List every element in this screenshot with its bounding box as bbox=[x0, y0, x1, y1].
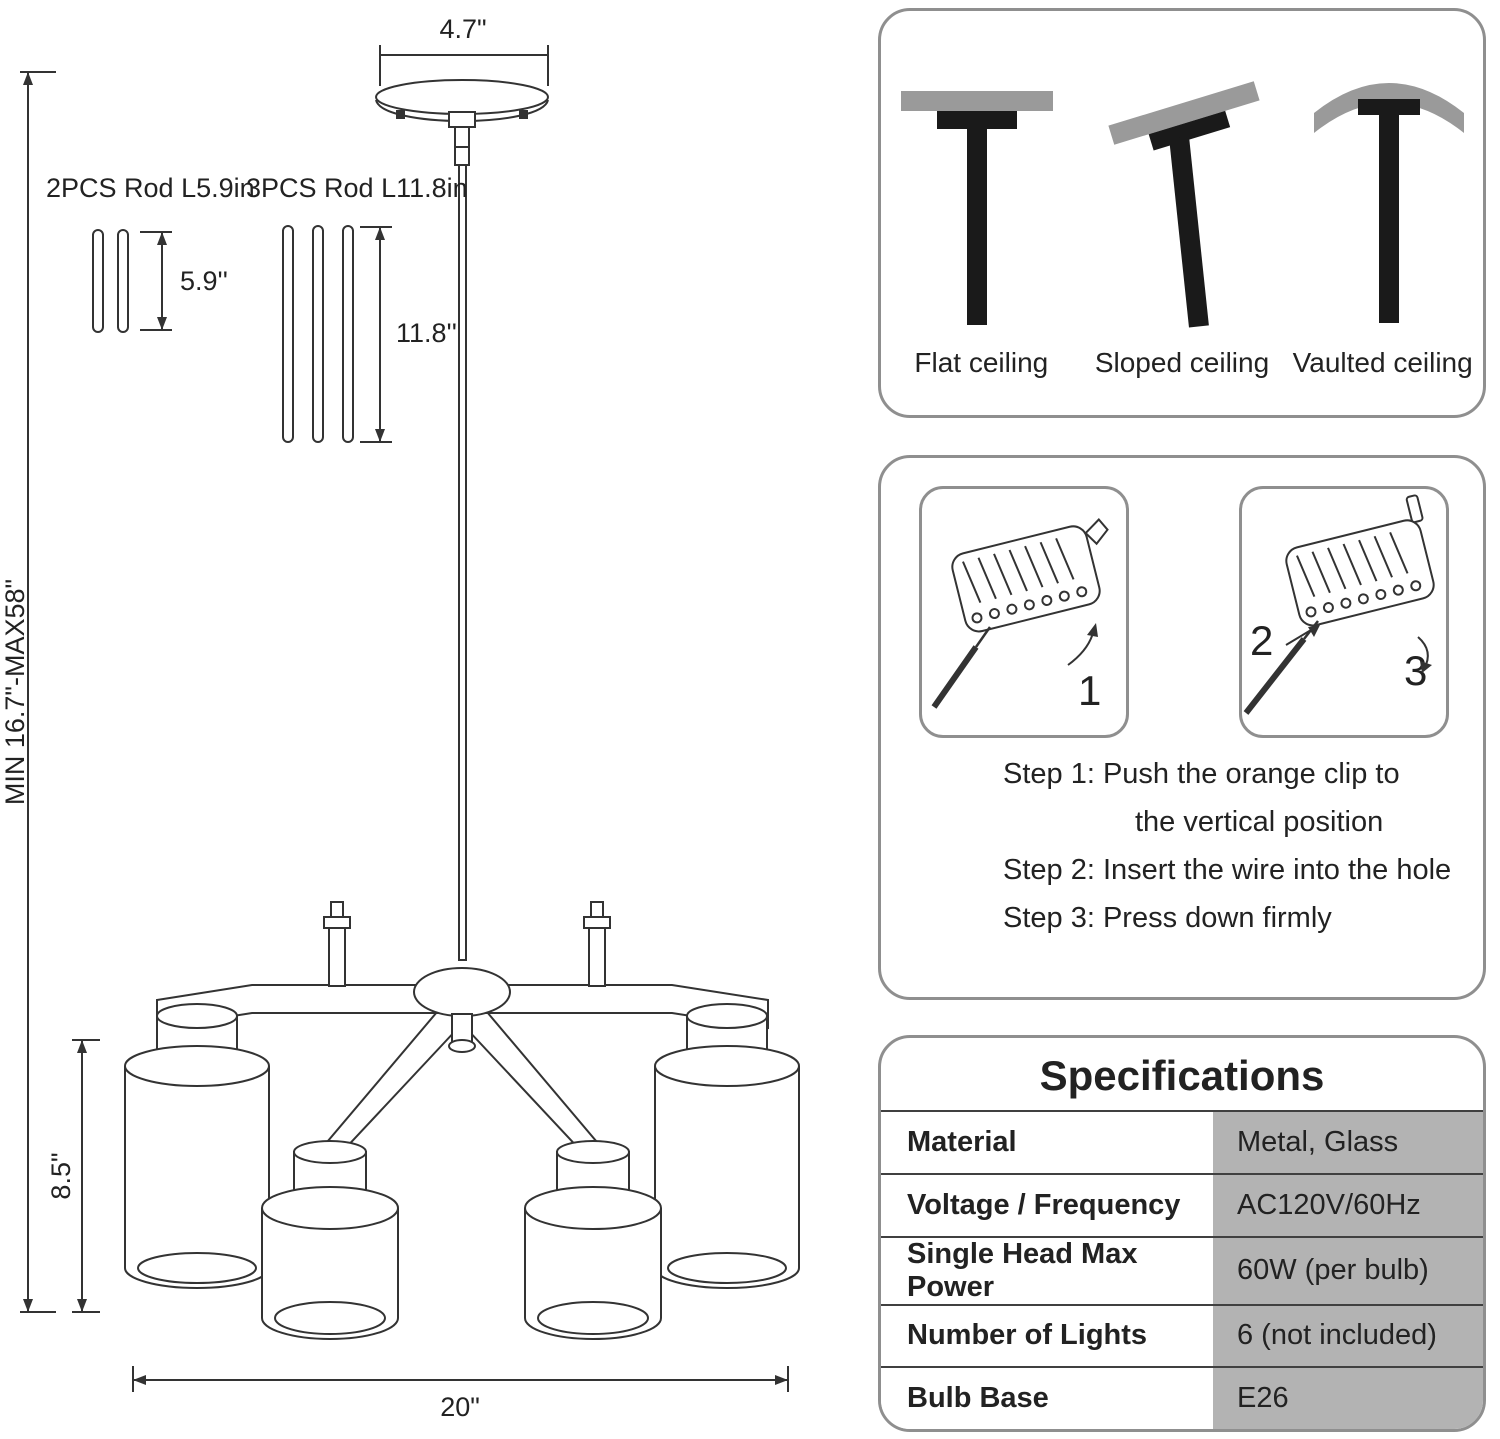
step-marker-1: 1 bbox=[1078, 667, 1101, 714]
glass-shade-outer-right bbox=[654, 1003, 800, 1289]
back-socket-right bbox=[583, 901, 611, 987]
long-rod-dimension: 11.8'' bbox=[360, 226, 457, 443]
wire-connector-illustration-1: 1 bbox=[931, 518, 1109, 714]
hanging-rod bbox=[458, 164, 467, 961]
dim-height-range: MIN 16.7"-MAX58" bbox=[0, 579, 30, 805]
vaulted-ceiling-label: Vaulted ceiling bbox=[1292, 347, 1473, 378]
overall-height-dimension: MIN 16.7"-MAX58" bbox=[0, 71, 56, 1313]
spec-label: Material bbox=[881, 1112, 1213, 1173]
step-1-text-cont: the vertical position bbox=[1135, 806, 1384, 838]
spec-row-max-power: Single Head Max Power 60W (per bulb) bbox=[881, 1235, 1483, 1304]
dim-canopy-width: 4.7" bbox=[439, 14, 486, 44]
chandelier-dimension-drawing: 4.7" 2PCS Rod L5.9in 3PCS Rod L11.8in bbox=[0, 14, 800, 1422]
step-1-text: Step 1: Push the orange clip to bbox=[1003, 758, 1400, 790]
spec-row-bulb-base: Bulb Base E26 bbox=[881, 1366, 1483, 1429]
wire-connector-illustration-2: 2 3 bbox=[1243, 494, 1435, 715]
wiring-step23-figure: 2 3 bbox=[1239, 486, 1449, 738]
glass-shade-front-right bbox=[524, 1140, 662, 1340]
ceiling-canopy bbox=[375, 79, 549, 166]
spec-label: Voltage / Frequency bbox=[881, 1174, 1213, 1236]
sloped-ceiling-label: Sloped ceiling bbox=[1094, 347, 1270, 378]
wire bbox=[1243, 637, 1307, 715]
spec-row-num-lights: Number of Lights 6 (not included) bbox=[881, 1303, 1483, 1367]
wiring-instructions-panel: 1 bbox=[878, 455, 1486, 1000]
short-rod-dimension: 5.9'' bbox=[140, 231, 228, 331]
orange-clip-vertical bbox=[1405, 494, 1424, 524]
spec-row-material: Material Metal, Glass bbox=[881, 1110, 1483, 1173]
specs-table: Material Metal, Glass Voltage / Frequenc… bbox=[881, 1110, 1483, 1429]
ceiling-mount-icons bbox=[901, 81, 1464, 328]
wire bbox=[931, 645, 979, 709]
spec-value: E26 bbox=[1213, 1368, 1483, 1429]
spec-value: Metal, Glass bbox=[1213, 1112, 1483, 1173]
glass-shade-outer-left bbox=[124, 1003, 270, 1289]
back-socket-left bbox=[323, 901, 351, 987]
ceiling-type-labels: Flat ceiling Sloped ceiling Vaulted ceil… bbox=[881, 347, 1483, 379]
short-rods bbox=[92, 229, 129, 333]
ceiling-types-panel: Flat ceiling Sloped ceiling Vaulted ceil… bbox=[878, 8, 1486, 418]
fixture-width-dimension: 20" bbox=[132, 1366, 789, 1422]
rod-2pcs-label: 2PCS Rod L5.9in bbox=[46, 173, 255, 203]
flat-ceiling-label: Flat ceiling bbox=[914, 347, 1049, 378]
sloped-ceiling-icon bbox=[1108, 81, 1260, 328]
dim-fixture-width: 20" bbox=[440, 1392, 480, 1422]
spec-label: Number of Lights bbox=[881, 1305, 1213, 1367]
orange-clip bbox=[1084, 518, 1109, 546]
dim-rod-long: 11.8'' bbox=[396, 318, 457, 348]
specifications-panel: Specifications Material Metal, Glass Vol… bbox=[878, 1035, 1486, 1432]
vaulted-ceiling-icon bbox=[1314, 83, 1464, 323]
step-2-text: Step 2: Insert the wire into the hole bbox=[1003, 854, 1452, 886]
wiring-step1-figure: 1 bbox=[919, 486, 1129, 738]
step-marker-3: 3 bbox=[1404, 647, 1427, 694]
step-marker-2: 2 bbox=[1250, 617, 1273, 664]
step-3-text: Step 3: Press down firmly bbox=[1003, 902, 1332, 934]
shade-height-dimension: 8.5" bbox=[46, 1039, 100, 1313]
spec-label: Single Head Max Power bbox=[881, 1237, 1213, 1304]
spec-value: AC120V/60Hz bbox=[1213, 1174, 1483, 1236]
long-rods bbox=[282, 225, 354, 443]
dim-shade-height: 8.5" bbox=[46, 1152, 76, 1199]
spec-row-voltage: Voltage / Frequency AC120V/60Hz bbox=[881, 1172, 1483, 1236]
dim-rod-short: 5.9'' bbox=[180, 266, 228, 296]
flat-ceiling-icon bbox=[901, 91, 1053, 325]
spec-value: 6 (not included) bbox=[1213, 1305, 1483, 1367]
spec-label: Bulb Base bbox=[881, 1368, 1213, 1429]
glass-shade-front-left bbox=[261, 1140, 399, 1340]
canopy-width-dimension: 4.7" bbox=[379, 14, 549, 86]
rod-3pcs-label: 3PCS Rod L11.8in bbox=[246, 173, 468, 203]
spec-value: 60W (per bulb) bbox=[1213, 1237, 1483, 1304]
specs-title: Specifications bbox=[1039, 1052, 1325, 1099]
